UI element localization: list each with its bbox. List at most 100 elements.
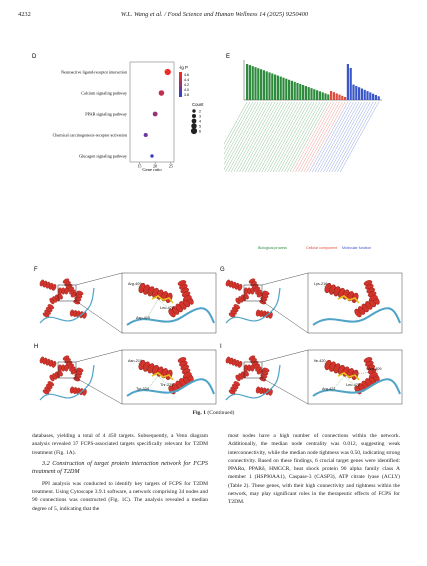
go-term-label xyxy=(253,101,293,173)
right-column: most nodes have a high number of connect… xyxy=(228,432,400,510)
caption-text: (Continued) xyxy=(207,410,235,416)
go-term-label xyxy=(244,101,284,173)
go-bar xyxy=(304,86,307,100)
go-term-label xyxy=(272,101,312,173)
hbond xyxy=(157,298,171,311)
zoom-strand xyxy=(126,307,215,326)
legend-size-label: 6 xyxy=(199,130,201,134)
helix-turn xyxy=(237,360,243,368)
zoom-strand xyxy=(312,378,401,397)
helix xyxy=(49,292,63,305)
helix xyxy=(225,279,243,291)
residue-label: Arg-421 xyxy=(322,387,336,391)
go-term-label xyxy=(267,101,307,173)
legend-size-label: 4 xyxy=(199,120,201,124)
helix xyxy=(235,369,249,382)
go-term-labels xyxy=(224,101,379,173)
panel-letter: I xyxy=(220,344,222,350)
go-bars xyxy=(246,64,380,100)
zoom-frame xyxy=(121,272,217,334)
helix xyxy=(228,304,241,318)
legend-color-swatch xyxy=(179,87,182,92)
go-term-label xyxy=(303,101,343,173)
go-bar xyxy=(338,94,341,100)
go-term-label xyxy=(314,101,354,173)
zoom-box xyxy=(57,361,77,379)
go-term-label xyxy=(224,101,248,145)
helix-turn xyxy=(250,287,255,295)
helix xyxy=(243,364,255,372)
go-bar xyxy=(363,89,366,100)
helix xyxy=(62,355,78,375)
go-bar xyxy=(254,67,257,100)
legend-color-label: 4.0 xyxy=(184,88,189,92)
helix xyxy=(363,357,378,378)
legend-color-swatch xyxy=(179,82,182,87)
go-term-label xyxy=(323,101,363,173)
go-bar xyxy=(282,77,285,100)
legend-size-label: 5 xyxy=(199,125,201,129)
residue-label: Arg-409 xyxy=(368,367,382,371)
zoom-line xyxy=(261,349,309,363)
helix xyxy=(235,292,249,305)
go-bar xyxy=(296,82,299,100)
go-bar xyxy=(302,85,305,100)
helix xyxy=(42,304,55,318)
go-bar xyxy=(271,73,274,100)
ligand xyxy=(151,372,174,381)
legend-color-label: 4.2 xyxy=(184,83,189,87)
go-bar xyxy=(313,89,316,100)
go-bar xyxy=(260,69,263,100)
go-term-label xyxy=(236,101,276,173)
helix xyxy=(57,364,69,372)
go-bar xyxy=(276,75,279,100)
dot xyxy=(150,154,154,158)
hbond xyxy=(145,298,159,321)
go-bar xyxy=(332,92,335,100)
ligand xyxy=(337,372,360,381)
go-term-label xyxy=(224,101,259,165)
zoom-box xyxy=(57,284,77,302)
go-bar xyxy=(288,79,291,100)
residue-label: Tyr-334 xyxy=(136,387,149,391)
residue-label: Leu-422 xyxy=(346,383,360,387)
helix-turn xyxy=(237,283,243,291)
dot xyxy=(164,68,171,76)
x-axis-label: Gene ratio xyxy=(142,167,162,172)
go-term-label xyxy=(283,101,323,173)
panel-e-go-barchart: E Biological process Cellular component … xyxy=(224,54,382,250)
x-tick-label: 15 xyxy=(137,164,141,169)
helix-turn xyxy=(47,304,55,310)
residue-label: Leu-422 xyxy=(160,306,174,310)
go-bar xyxy=(257,68,260,100)
legend-color-title: -lg P xyxy=(179,65,188,70)
go-bar xyxy=(279,76,282,100)
go-term-label xyxy=(233,101,273,173)
residue-label: Asn-219 xyxy=(128,359,142,363)
caption-label: Fig. 1 xyxy=(192,410,206,416)
go-term-label xyxy=(225,101,265,173)
go-bar xyxy=(341,95,344,100)
legend-size-dot xyxy=(190,127,198,135)
loop-strand xyxy=(39,287,95,324)
go-term-label xyxy=(227,101,267,173)
residue-label: Ile-420 xyxy=(314,359,326,363)
helix-turn xyxy=(64,287,69,295)
helix xyxy=(228,381,241,395)
zoom-line xyxy=(75,300,123,334)
go-term-label xyxy=(269,101,309,173)
go-term-label xyxy=(264,101,304,173)
go-bar xyxy=(316,90,319,100)
go-bar xyxy=(327,94,330,100)
page-number: 4232 xyxy=(18,11,31,18)
dot xyxy=(158,90,165,96)
go-bar xyxy=(274,74,277,100)
legend-color-label: 4.4 xyxy=(184,78,189,82)
group-label-cc: Cellular component xyxy=(306,246,337,250)
hbond xyxy=(343,370,379,377)
zoom-line xyxy=(261,272,309,286)
go-bar xyxy=(246,64,249,100)
